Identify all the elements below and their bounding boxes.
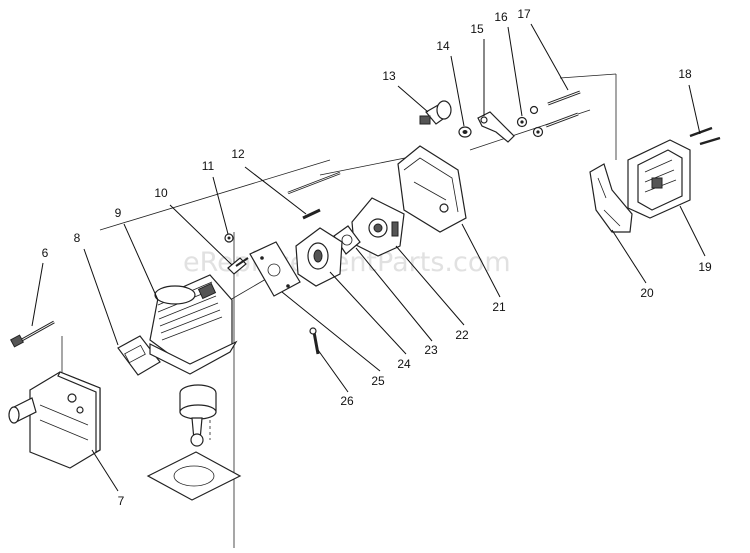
piston-assembly xyxy=(179,384,217,447)
callout-9: 9 xyxy=(115,206,122,220)
callout-25: 25 xyxy=(371,374,385,388)
part-25-insulator xyxy=(249,241,301,297)
part-8-gasket xyxy=(117,335,161,376)
callout-7: 7 xyxy=(118,494,125,508)
part-15-lever xyxy=(477,111,515,143)
part-10-spark-plug xyxy=(227,257,249,275)
part-11-nut xyxy=(224,233,234,243)
part-16-washers xyxy=(516,105,544,138)
part-22-carburetor xyxy=(351,197,405,257)
assembly-axis-lines xyxy=(61,73,617,548)
callout-10: 10 xyxy=(154,186,168,200)
part-24-intake-adapter xyxy=(295,227,343,287)
callout-15: 15 xyxy=(470,22,484,36)
callout-18: 18 xyxy=(678,67,692,81)
part-17-bolts xyxy=(545,90,581,128)
callout-21: 21 xyxy=(492,300,506,314)
callout-22: 22 xyxy=(455,328,469,342)
part-callouts: 6 7 8 9 10 11 12 13 14 15 16 17 18 19 20 21 22 23 24 25 26 xyxy=(42,7,712,508)
part-21-housing xyxy=(397,145,467,233)
callout-16: 16 xyxy=(494,10,508,24)
part-7-muffler xyxy=(8,371,101,469)
callout-17: 17 xyxy=(517,7,531,21)
callout-13: 13 xyxy=(382,69,396,83)
callout-8: 8 xyxy=(74,231,81,245)
callout-23: 23 xyxy=(424,343,438,357)
callout-14: 14 xyxy=(436,39,450,53)
callout-6: 6 xyxy=(42,246,49,260)
part-19-air-cover xyxy=(627,139,691,219)
leader-lines xyxy=(31,23,706,492)
part-20-filter-gasket xyxy=(589,163,633,233)
callout-11: 11 xyxy=(202,159,215,173)
callout-24: 24 xyxy=(397,357,411,371)
part-12-studs xyxy=(287,171,341,220)
part-26-screw xyxy=(309,327,320,355)
crankcase-gasket xyxy=(146,451,242,501)
callout-26: 26 xyxy=(340,394,354,408)
part-14-bushing xyxy=(458,126,472,138)
callout-19: 19 xyxy=(698,260,712,274)
callout-20: 20 xyxy=(640,286,654,300)
part-6-bolt xyxy=(10,320,55,348)
part-18-screws xyxy=(689,126,721,146)
part-13-primer xyxy=(419,100,452,125)
callout-12: 12 xyxy=(231,147,245,161)
part-9-cylinder xyxy=(149,274,238,375)
